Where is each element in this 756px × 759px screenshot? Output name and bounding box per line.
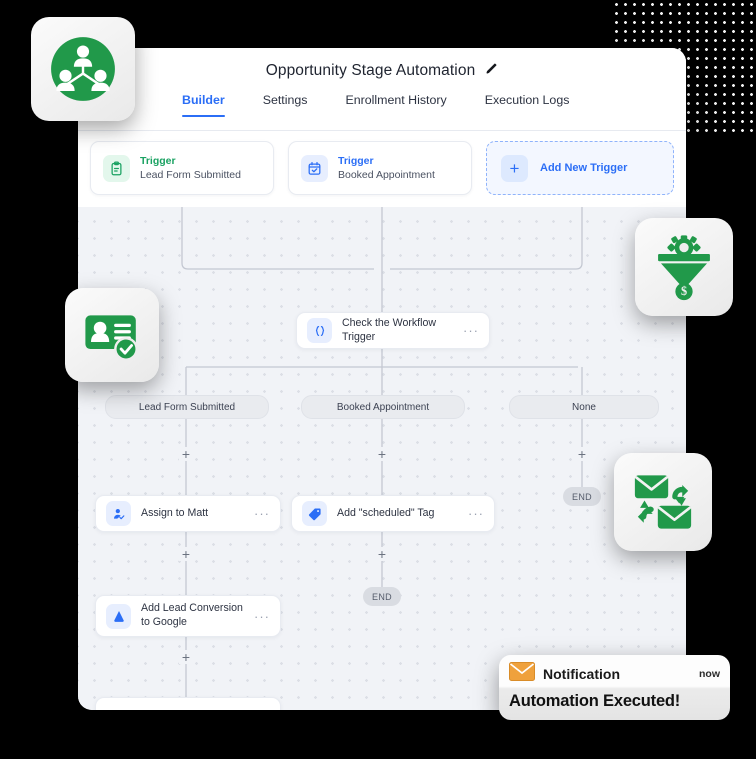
- trigger-name-label: Lead Form Submitted: [140, 169, 241, 181]
- team-contacts-icon: [31, 17, 135, 121]
- contact-card-verified-icon: [65, 288, 159, 382]
- node-menu-icon[interactable]: ···: [468, 506, 484, 521]
- workflow-canvas[interactable]: Check the Workflow Trigger ··· Lead Form…: [78, 207, 686, 710]
- trigger-row: Trigger Lead Form Submitted Trigger: [78, 131, 686, 207]
- workflow-node-partial-bottom[interactable]: [95, 697, 281, 710]
- workflow-node-assign-to-matt[interactable]: Assign to Matt ···: [95, 495, 281, 532]
- tab-settings[interactable]: Settings: [262, 93, 308, 107]
- code-braces-icon: [307, 318, 332, 343]
- svg-text:$: $: [681, 284, 687, 298]
- add-new-trigger-button[interactable]: + Add New Trigger: [486, 141, 674, 195]
- add-step-plus-icon[interactable]: +: [375, 447, 389, 461]
- workflow-node-label: Assign to Matt: [141, 506, 209, 519]
- edit-title-pencil-icon[interactable]: [485, 62, 498, 80]
- notification-header: Notification now: [499, 655, 730, 690]
- add-step-plus-icon[interactable]: +: [179, 650, 193, 664]
- tag-icon: [302, 501, 327, 526]
- sales-funnel-icon: $: [635, 218, 733, 316]
- branch-pill-booked-appointment[interactable]: Booked Appointment: [301, 395, 465, 419]
- workflow-node-add-lead-conversion-google[interactable]: Add Lead Conversion to Google ···: [95, 595, 281, 637]
- plus-icon: +: [501, 154, 528, 182]
- trigger-card-text: Trigger Booked Appointment: [338, 154, 435, 182]
- end-badge: END: [363, 587, 401, 606]
- trigger-card-lead-form-submitted[interactable]: Trigger Lead Form Submitted: [90, 141, 274, 195]
- end-badge: END: [563, 487, 601, 506]
- workflow-node-add-scheduled-tag[interactable]: Add "scheduled" Tag ···: [291, 495, 495, 532]
- node-menu-icon[interactable]: ···: [254, 608, 270, 624]
- branch-pill-none[interactable]: None: [509, 395, 659, 419]
- workflow-node-label: Add Lead Conversion to Google: [141, 602, 243, 628]
- trigger-kind-label: Trigger: [338, 154, 374, 167]
- trigger-card-booked-appointment[interactable]: Trigger Booked Appointment: [288, 141, 472, 195]
- notification-toast[interactable]: Notification now Automation Executed!: [499, 655, 730, 720]
- trigger-card-text: Trigger Lead Form Submitted: [140, 154, 241, 182]
- tab-enrollment-history[interactable]: Enrollment History: [345, 93, 447, 107]
- branch-pill-lead-form-submitted[interactable]: Lead Form Submitted: [105, 395, 269, 419]
- clipboard-icon: [103, 154, 130, 182]
- assign-user-icon: [106, 501, 131, 526]
- add-step-plus-icon[interactable]: +: [375, 547, 389, 561]
- add-new-trigger-label: Add New Trigger: [540, 162, 628, 174]
- node-menu-icon[interactable]: ···: [463, 323, 479, 338]
- notification-title: Notification: [543, 666, 620, 682]
- page-title: Opportunity Stage Automation: [265, 61, 476, 79]
- email-sync-icon: [614, 453, 712, 551]
- tab-builder[interactable]: Builder: [182, 93, 225, 118]
- notification-message: Automation Executed!: [509, 692, 681, 710]
- calendar-check-icon: [301, 154, 328, 182]
- add-step-plus-icon[interactable]: +: [179, 547, 193, 561]
- workflow-node-check-trigger[interactable]: Check the Workflow Trigger ···: [296, 312, 490, 349]
- main-tabs: Builder Settings Enrollment History Exec…: [78, 93, 686, 131]
- envelope-icon: [509, 662, 535, 686]
- workflow-node-label: Check the Workflow Trigger: [342, 316, 437, 343]
- add-step-plus-icon[interactable]: +: [575, 447, 589, 461]
- add-step-plus-icon[interactable]: +: [179, 447, 193, 461]
- notification-time: now: [699, 668, 720, 680]
- trigger-kind-label: Trigger: [140, 154, 176, 167]
- trigger-name-label: Booked Appointment: [338, 169, 435, 181]
- workflow-node-label: Add "scheduled" Tag: [337, 506, 435, 519]
- window-titlebar: Opportunity Stage Automation: [78, 48, 686, 93]
- tab-execution-logs[interactable]: Execution Logs: [484, 93, 570, 107]
- google-ads-icon: [106, 603, 131, 629]
- automation-builder-window: Opportunity Stage Automation Builder Set…: [78, 48, 686, 710]
- node-menu-icon[interactable]: ···: [254, 506, 270, 521]
